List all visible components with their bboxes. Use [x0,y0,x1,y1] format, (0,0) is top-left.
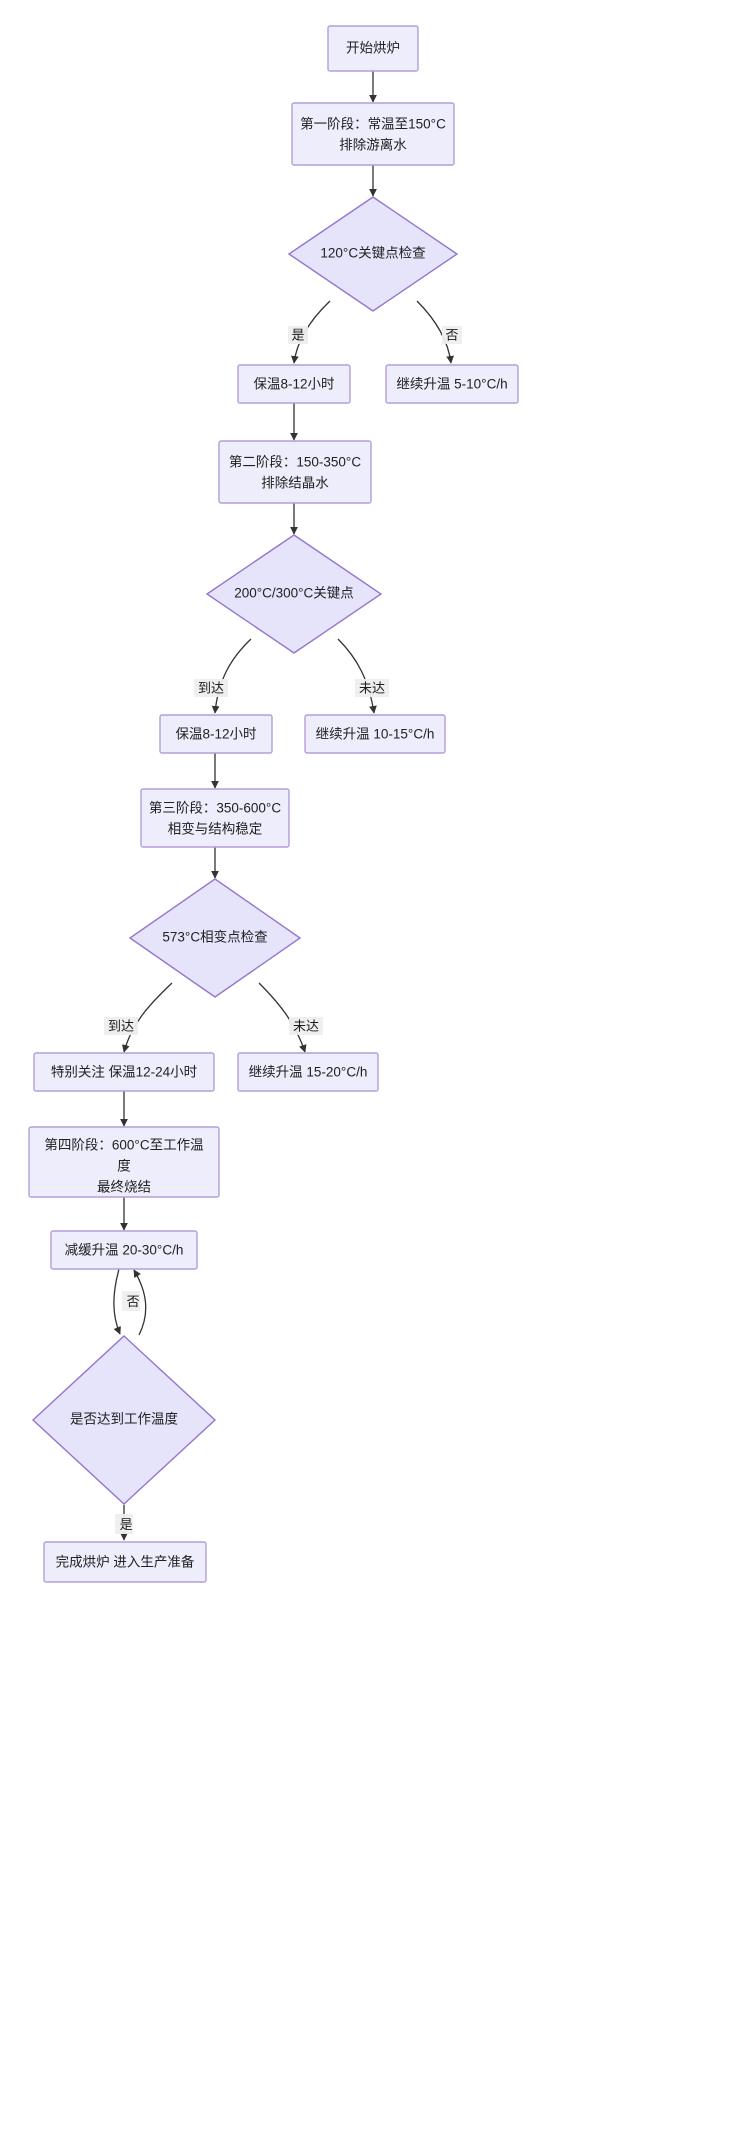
edge-checkwork-slowramp [133,1269,147,1336]
node-label-line1: 第三阶段：350-600°C [149,800,281,816]
edge-label-reached-200300: 到达 [194,679,228,697]
edge-label-yes-120: 是 [288,326,308,344]
edge-label-text: 未达 [359,680,385,695]
edge-label-text: 到达 [198,680,224,695]
node-slow-ramp-20-30[interactable]: 减缓升温 20-30°C/h [50,1230,198,1270]
node-label: 573°C相变点检查 [162,930,268,945]
node-finish[interactable]: 完成烘炉 进入生产准备 [43,1541,207,1583]
edge-label-notreached-573: 未达 [289,1017,323,1035]
node-label: 完成烘炉 进入生产准备 [56,1554,195,1570]
node-hold-8-12h-2[interactable]: 保温8-12小时 [159,714,273,754]
node-start[interactable]: 开始烘炉 [327,25,419,72]
edge-label-yes-workingtemp: 是 [115,1514,133,1534]
node-ramp-10-15[interactable]: 继续升温 10-15°C/h [304,714,446,754]
node-label: 120°C关键点检查 [320,246,426,261]
edge-layer [113,71,454,1541]
node-label: 是否达到工作温度 [70,1412,178,1427]
node-label-line2: 排除游离水 [339,137,407,153]
edge-check573-ramp3 [258,982,307,1053]
node-label-line2: 排除结晶水 [261,476,329,491]
node-label-line2: 度 [117,1159,131,1174]
edge-label-layer: 是 否 到达 未达 到达 未达 [104,326,462,1534]
node-stage1[interactable]: 第一阶段：常温至150°C 排除游离水 [291,102,455,166]
node-label-line1: 第二阶段：150-350°C [229,454,361,470]
edge-label-text: 到达 [108,1018,134,1033]
node-label: 保温8-12小时 [175,727,256,742]
edge-label-reached-573: 到达 [104,1017,138,1035]
edge-label-no-workingtemp: 否 [122,1291,140,1311]
node-ramp-15-20[interactable]: 继续升温 15-20°C/h [237,1052,379,1092]
node-check-200-300c[interactable]: 200°C/300°C关键点 [205,534,383,654]
node-label: 200°C/300°C关键点 [234,586,354,601]
node-label-line1: 第一阶段：常温至150°C [300,116,446,132]
node-check-working-temp[interactable]: 是否达到工作温度 [31,1335,217,1505]
edge-label-text: 是 [291,327,304,342]
edge-check573-hold3 [122,982,173,1053]
node-stage3[interactable]: 第三阶段：350-600°C 相变与结构稳定 [140,788,290,848]
node-label: 继续升温 5-10°C/h [396,377,507,392]
node-label: 开始烘炉 [346,41,400,56]
edge-slowramp-checkwork [113,1268,121,1335]
node-ramp-5-10[interactable]: 继续升温 5-10°C/h [385,364,519,404]
edge-check200300-hold2 [211,638,252,714]
node-stage4[interactable]: 第四阶段：600°C至工作温 度 最终烧结 [28,1126,220,1198]
node-check-573c[interactable]: 573°C相变点检查 [128,878,302,998]
node-label-line3: 最终烧结 [97,1180,151,1195]
node-hold-8-12h-1[interactable]: 保温8-12小时 [237,364,351,404]
node-stage2[interactable]: 第二阶段：150-350°C 排除结晶水 [218,440,372,504]
edge-label-no-120: 否 [442,326,462,344]
node-label: 保温8-12小时 [253,377,334,392]
edge-label-text: 是 [118,1518,133,1532]
node-hold-12-24h[interactable]: 特别关注 保温12-24小时 [33,1052,215,1092]
edge-label-text: 否 [125,1295,140,1308]
node-label-line1: 第四阶段：600°C至工作温 [44,1137,203,1153]
edge-label-text: 未达 [293,1018,319,1033]
edge-label-text: 否 [445,327,458,342]
node-check-120c[interactable]: 120°C关键点检查 [287,196,459,312]
node-label: 继续升温 15-20°C/h [249,1065,368,1080]
edge-check120-ramp1 [416,300,454,364]
node-label: 继续升温 10-15°C/h [316,727,435,742]
edge-label-notreached-200300: 未达 [355,679,389,697]
node-label: 减缓升温 20-30°C/h [65,1243,184,1258]
node-label-line2: 相变与结构稳定 [168,822,263,837]
node-label: 特别关注 保温12-24小时 [51,1065,197,1080]
edge-check200300-ramp2 [337,638,377,714]
